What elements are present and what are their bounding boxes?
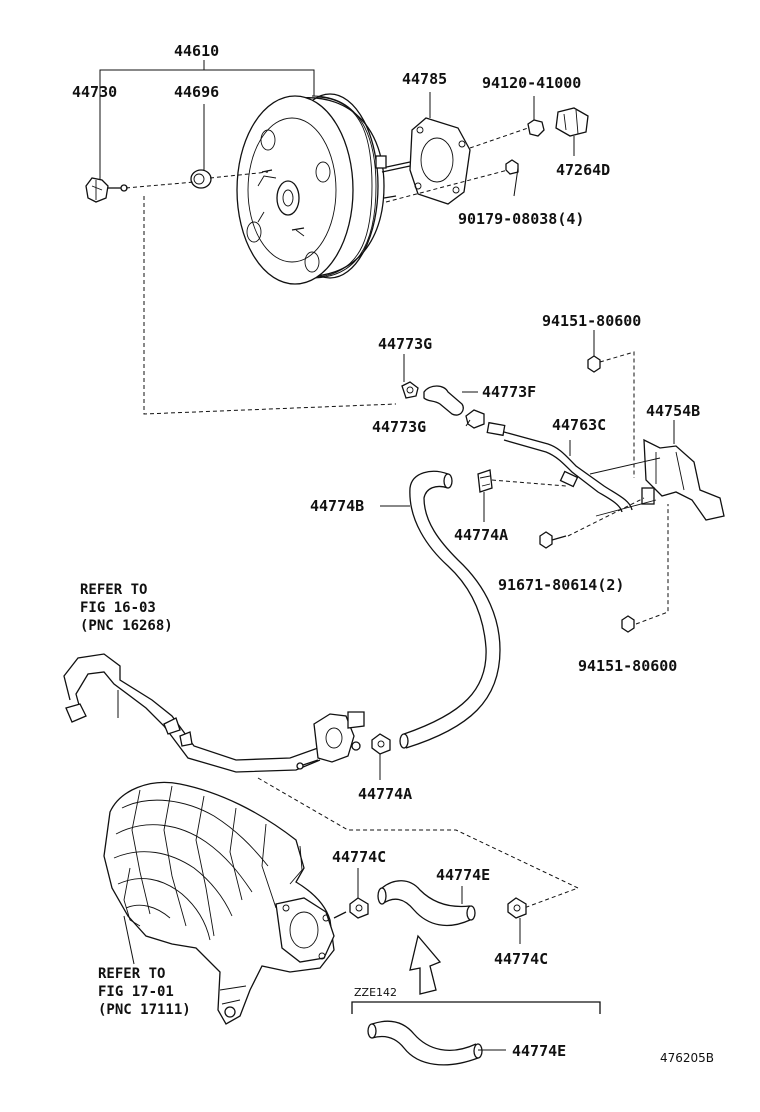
up-arrow-icon bbox=[409, 934, 442, 995]
brake-booster bbox=[236, 93, 411, 285]
label-44754B: 44754B bbox=[646, 402, 700, 420]
label-44774E-lower: 44774E bbox=[512, 1042, 566, 1060]
label-44774A-lower: 44774A bbox=[358, 785, 412, 803]
grommet-44696 bbox=[190, 169, 212, 189]
clip-44774C-right bbox=[507, 897, 527, 919]
pipe-ref-line-2: FIG 16-03 bbox=[80, 600, 156, 616]
label-model-code: ZZE142 bbox=[354, 986, 397, 999]
hose-44774B bbox=[399, 470, 501, 749]
label-90179-08038: 90179-08038(4) bbox=[458, 210, 584, 228]
nut-94151-80600-lower bbox=[621, 615, 635, 633]
hose-44774E-upper bbox=[377, 880, 476, 927]
label-44785: 44785 bbox=[402, 70, 447, 88]
clip-44774C-left bbox=[349, 897, 369, 919]
tube-44763C bbox=[486, 421, 633, 513]
label-44773G-lower: 44773G bbox=[372, 418, 426, 436]
clip-44774A-upper bbox=[477, 469, 493, 493]
label-44774E-upper: 44774E bbox=[436, 866, 490, 884]
bracket-44754B bbox=[641, 438, 725, 521]
intake-pipe-ref-16-03 bbox=[63, 653, 365, 773]
clip-44773G-lower bbox=[465, 409, 485, 429]
hose-44774E-lower bbox=[367, 1020, 483, 1066]
manifold-ref-line-2: FIG 17-01 bbox=[98, 984, 174, 1000]
bolt-91671-80614 bbox=[539, 531, 567, 549]
label-44774C-left: 44774C bbox=[332, 848, 386, 866]
clip-44773G-upper bbox=[401, 381, 419, 399]
intake-manifold-ref-17-01 bbox=[103, 781, 347, 1025]
leader-lines bbox=[99, 60, 675, 1051]
pipe-ref-line-1: REFER TO bbox=[80, 582, 147, 598]
label-44610: 44610 bbox=[174, 42, 219, 60]
label-94151-80600-upper: 94151-80600 bbox=[542, 312, 641, 330]
label-94120-41000: 94120-41000 bbox=[482, 74, 581, 92]
label-44696: 44696 bbox=[174, 83, 219, 101]
label-44773F: 44773F bbox=[482, 383, 536, 401]
pipe-ref-line-3: (PNC 16268) bbox=[80, 618, 173, 634]
check-valve-44730 bbox=[85, 177, 128, 203]
manifold-ref-line-3: (PNC 17111) bbox=[98, 1002, 191, 1018]
label-44763C: 44763C bbox=[552, 416, 606, 434]
bracket-47264D bbox=[555, 107, 589, 137]
label-44773G-upper: 44773G bbox=[378, 335, 432, 353]
label-44730: 44730 bbox=[72, 83, 117, 101]
label-47264D: 47264D bbox=[556, 161, 610, 179]
label-44774C-right: 44774C bbox=[494, 950, 548, 968]
hose-44773F bbox=[423, 385, 464, 416]
label-94151-80600-lower: 94151-80600 bbox=[578, 657, 677, 675]
label-figure-id: 476205B bbox=[660, 1051, 714, 1065]
manifold-ref-line-1: REFER TO bbox=[98, 966, 165, 982]
label-44774B: 44774B bbox=[310, 497, 364, 515]
gasket-44785 bbox=[409, 117, 471, 205]
labels: 44610 44730 44696 44785 94120-41000 4726… bbox=[72, 42, 714, 1065]
nut-94120-41000 bbox=[527, 119, 545, 137]
clip-44774A-lower bbox=[371, 733, 391, 755]
label-91671-80614: 91671-80614(2) bbox=[498, 576, 624, 594]
model-bracket-line bbox=[351, 1001, 601, 1014]
label-44774A-upper: 44774A bbox=[454, 526, 508, 544]
nut-90179-08038 bbox=[505, 159, 519, 175]
nut-94151-80600-upper bbox=[587, 355, 601, 373]
